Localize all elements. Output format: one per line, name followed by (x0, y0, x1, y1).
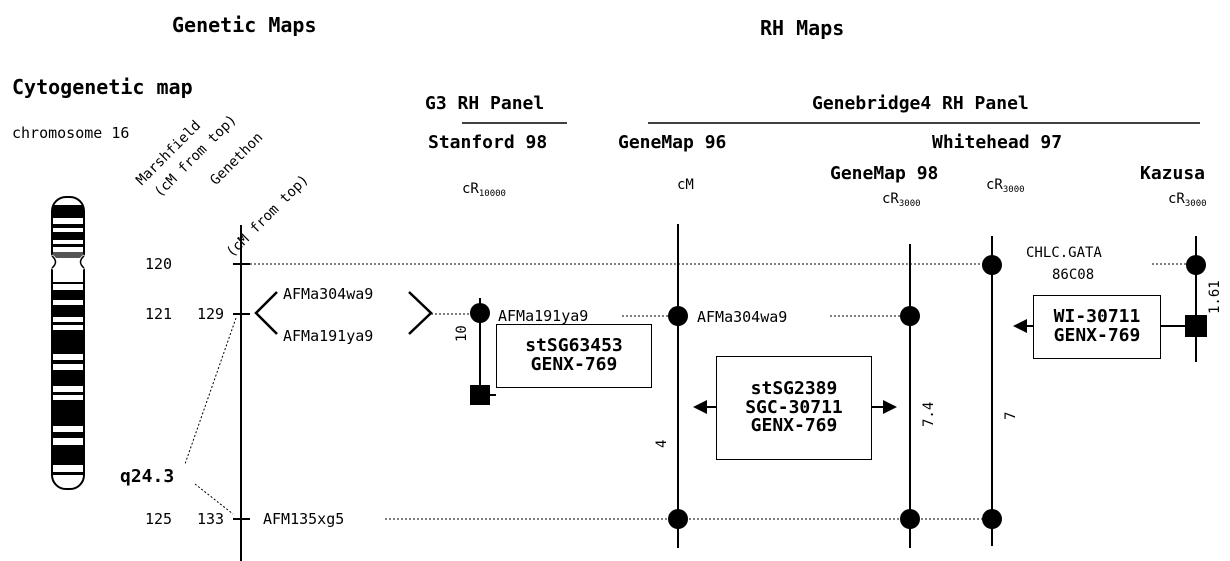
whitehead-header: Whitehead 97 (932, 134, 1062, 152)
marker-dot-genemap96-top (668, 306, 688, 326)
g3-panel-header: G3 RH Panel (425, 95, 544, 113)
chromosome-band (53, 392, 83, 395)
chromosome-band (53, 232, 83, 240)
genetic-maps-header: Genetic Maps (172, 15, 317, 35)
distance-whitehead: 7 (1004, 412, 1018, 420)
left-arrow-head (693, 400, 707, 414)
left-bracket (256, 292, 277, 334)
kazusa-unit: cR3000 (1168, 192, 1207, 209)
rh-maps-header: RH Maps (760, 18, 844, 38)
chromosome-label: chromosome 16 (12, 126, 129, 141)
marker-dot-genemap96-bottom (668, 509, 688, 529)
marker-dot-kazusa-top (1186, 255, 1206, 275)
chromosome-band (53, 370, 83, 386)
marshfield-position-120: 120 (145, 257, 172, 272)
distance-genemap98: 7.4 (922, 402, 936, 427)
marker-dot-whitehead-top (982, 255, 1002, 275)
chromosome-band (53, 244, 83, 247)
chromosome-ideogram (51, 197, 85, 489)
marker-dot-genemap98-bottom (900, 509, 920, 529)
chromosome-band (53, 400, 83, 426)
chromosome-band (53, 282, 83, 284)
band-leader-top (185, 318, 236, 464)
kazusa-header: Kazusa (1140, 165, 1205, 183)
genemap96-unit: cM (677, 178, 694, 192)
chromosome-band (53, 330, 83, 354)
genethon-position-133: 133 (197, 512, 224, 527)
marker-afma304wa9-genemap: AFMa304wa9 (697, 310, 787, 325)
whitehead-unit: cR3000 (986, 178, 1025, 195)
chromosome-band (53, 360, 83, 364)
marker-dot-whitehead-bottom (982, 509, 1002, 529)
cytogenetic-map-title: Cytogenetic map (12, 77, 193, 97)
distance-stanford: 10 (455, 325, 469, 342)
genemap98-header: GeneMap 98 (830, 165, 938, 183)
chromosome-band (53, 322, 83, 325)
stanford-header: Stanford 98 (428, 134, 547, 152)
kazusa-marker-box: WI-30711 GENX-769 (1033, 295, 1161, 359)
middle-box-line1: stSG2389 (751, 380, 838, 399)
marshfield-position-121: 121 (145, 307, 172, 322)
stanford-marker-box: stSG63453 GENX-769 (496, 324, 652, 388)
marker-afm135xg5: AFM135xg5 (263, 512, 344, 527)
kazusa-box-line2: GENX-769 (1054, 327, 1141, 346)
genemap96-header: GeneMap 96 (618, 134, 726, 152)
marker-afma191ya9-stanford: AFMa191ya9 (498, 309, 588, 324)
chromosome-band (53, 472, 83, 475)
chromosome-band (53, 252, 83, 258)
chromosome-band (53, 445, 83, 465)
chromosome-band (53, 432, 83, 438)
kazusa-arrow-head (1013, 319, 1027, 333)
marker-chlc-line2: 86C08 (1052, 268, 1094, 282)
marker-chlc-line1: CHLC.GATA (1026, 246, 1102, 260)
middle-box-line3: GENX-769 (751, 417, 838, 436)
marker-afma191ya9-left: AFMa191ya9 (283, 329, 373, 344)
marshfield-position-125: 125 (145, 512, 172, 527)
right-arrow-head (883, 400, 897, 414)
stanford-unit: cR10000 (462, 182, 506, 199)
band-label: q24.3 (120, 468, 174, 486)
distance-kazusa: 1.61 (1208, 280, 1222, 314)
genethon-position-129: 129 (197, 307, 224, 322)
marker-afma304wa9-left: AFMa304wa9 (283, 287, 373, 302)
stanford-box-line2: GENX-769 (531, 356, 618, 375)
middle-marker-box: stSG2389 SGC-30711 GENX-769 (716, 356, 872, 460)
square-marker-stanford (470, 385, 490, 405)
genebridge-panel-header: Genebridge4 RH Panel (812, 95, 1029, 113)
chromosome-band (53, 305, 83, 317)
marker-dot-stanford (470, 303, 490, 323)
genemap98-unit: cR3000 (882, 192, 921, 209)
chromosome-band (53, 205, 83, 218)
marker-dot-genemap98-top (900, 306, 920, 326)
square-marker-kazusa (1185, 315, 1207, 337)
chromosome-band (53, 224, 83, 228)
distance-genemap96: 4 (655, 440, 669, 448)
chromosome-band (53, 290, 83, 300)
right-bracket (409, 292, 431, 334)
